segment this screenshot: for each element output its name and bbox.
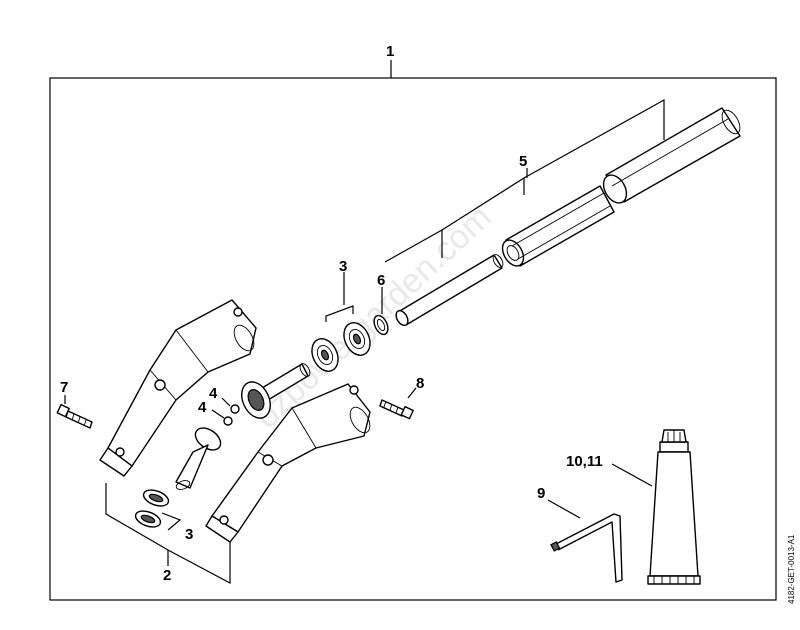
- bevel-gear-shaft: [241, 363, 311, 419]
- watermark: ozpowergarden.com: [248, 198, 499, 436]
- bearing-lower: [134, 489, 170, 528]
- label-grease-tube: 10,11: [566, 453, 603, 470]
- gear-housing-right: [205, 383, 371, 543]
- label-circlip: 6: [377, 272, 385, 289]
- label-screw-left: 7: [60, 379, 68, 396]
- label-ball-lower: 4: [198, 399, 207, 416]
- label-hex-key: 9: [537, 485, 545, 502]
- drive-tube-outer: [602, 107, 741, 204]
- callout-lines: [64, 60, 665, 584]
- balls: [223, 404, 240, 426]
- label-drive-tube: 5: [519, 153, 527, 170]
- circlip: [373, 314, 389, 336]
- label-housing-set: 2: [163, 567, 171, 584]
- pinion-shaft: [175, 427, 222, 490]
- label-bearing-upper: 3: [339, 258, 347, 275]
- grease-tube: [647, 429, 701, 585]
- gear-housing-left: [99, 299, 257, 477]
- label-assembly: 1: [386, 43, 394, 60]
- label-bearing-lower: 3: [185, 526, 193, 543]
- label-ball-upper: 4: [209, 385, 218, 402]
- drive-tube-liner: [501, 185, 615, 267]
- assembly-frame: [49, 77, 777, 601]
- screw-left: [56, 403, 93, 429]
- drawing-code: 4182-GET-0013-A1: [787, 534, 796, 604]
- bearing-upper: [311, 322, 371, 372]
- label-screw-right: 8: [416, 375, 424, 392]
- screw-right: [379, 399, 414, 420]
- hex-key: [550, 513, 623, 583]
- drive-shaft: [395, 254, 504, 327]
